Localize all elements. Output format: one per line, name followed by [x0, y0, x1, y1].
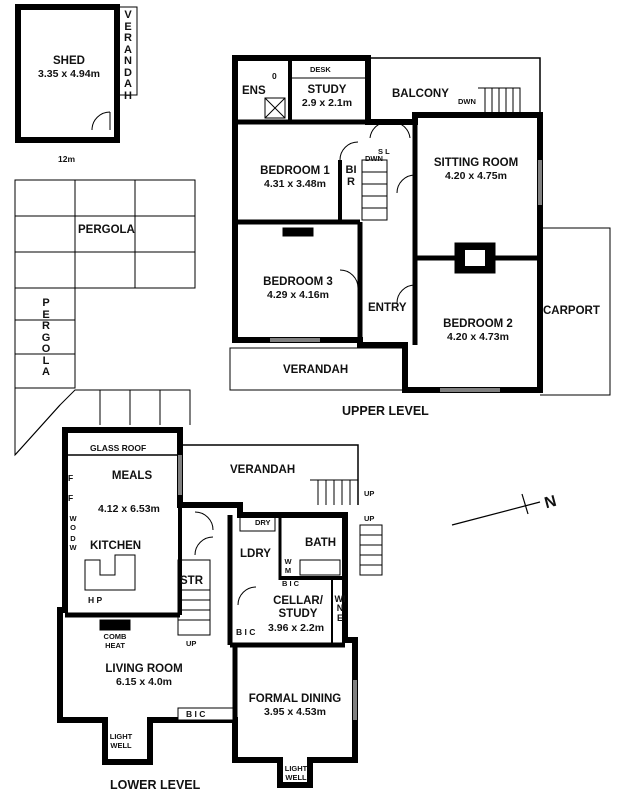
- compass: [451, 493, 541, 526]
- bic-living-label: B I C: [186, 709, 206, 719]
- shed-gap-label: 12m: [58, 154, 76, 164]
- cellar-study-size-label: 3.96 x 2.2m: [268, 622, 325, 634]
- ldry-label: LDRY: [240, 548, 271, 560]
- wo-label: W O: [69, 514, 77, 532]
- living-room-label: LIVING ROOM 6.15 x 4.0m: [105, 663, 183, 689]
- bir-label: BIR: [345, 164, 357, 188]
- pergola-side-label: PERGOLA: [41, 297, 51, 379]
- formal-dining-label: FORMAL DINING 3.95 x 4.53m: [248, 693, 342, 719]
- pergola-top-label: PERGOLA: [78, 224, 135, 236]
- dwn-stair-label: DWN: [365, 154, 383, 163]
- meals-label: MEALS: [111, 470, 153, 482]
- dwn-balcony-label: DWN: [458, 97, 476, 106]
- dw-label: D W: [69, 534, 77, 552]
- entry-label: ENTRY: [368, 302, 407, 314]
- pergola-top: [14, 179, 196, 289]
- verandah-lower-label: VERANDAH: [230, 464, 296, 476]
- carport-label: CARPORT: [543, 305, 600, 317]
- pergola-side: [14, 287, 191, 457]
- lower-level: [57, 427, 383, 788]
- cellar-study-label: CELLAR/ STUDY: [273, 595, 323, 621]
- shed-verandah-label: VERANDAH: [124, 9, 132, 102]
- bath-label: BATH: [305, 537, 337, 549]
- meals-size-label: 4.12 x 6.53m: [98, 503, 160, 515]
- desk-label: DESK: [310, 65, 331, 74]
- verandah-upper-label: VERANDAH: [283, 364, 349, 376]
- o-label: 0: [272, 71, 277, 81]
- comb-heat-label: COMB HEAT: [103, 632, 127, 650]
- light-well-2-label: LIGHT WELL: [284, 764, 308, 782]
- upper-level: [229, 55, 611, 396]
- f2-label: F: [68, 493, 74, 503]
- f1-label: F: [68, 473, 74, 483]
- shed: [15, 4, 138, 143]
- str-label: STR: [180, 575, 203, 587]
- light-well-1-label: LIGHT WELL: [109, 732, 133, 750]
- ens-label: ENS: [242, 85, 266, 97]
- kitchen-label: KITCHEN: [90, 540, 142, 552]
- bedroom3-label: BEDROOM 3 4.29 x 4.16m: [263, 276, 333, 302]
- up-verandah-label: UP: [364, 489, 375, 498]
- hp-label: H P: [88, 595, 103, 605]
- sitting-room-label: SITTING ROOM 4.20 x 4.75m: [433, 157, 519, 183]
- wine-label: WINE: [334, 594, 346, 623]
- study-label: STUDY 2.9 x 2.1m: [301, 84, 353, 110]
- wm-label: W M: [284, 557, 292, 575]
- bic-cellar-top-label: B I C: [282, 579, 300, 588]
- bic-cellar-label: B I C: [236, 627, 256, 637]
- sl-label: S L: [378, 147, 390, 156]
- lower-level-label: LOWER LEVEL: [110, 778, 201, 792]
- up-side-label: UP: [364, 514, 375, 523]
- up-str-label: UP: [186, 639, 197, 648]
- balcony-label: BALCONY: [392, 88, 449, 100]
- shed-label: SHED 3.35 x 4.94m: [38, 55, 100, 81]
- bedroom1-label: BEDROOM 1 4.31 x 3.48m: [260, 165, 330, 191]
- dry-label: DRY: [255, 518, 271, 527]
- bedroom2-label: BEDROOM 2 4.20 x 4.73m: [443, 318, 513, 344]
- upper-level-label: UPPER LEVEL: [342, 404, 429, 418]
- glass-roof-label: GLASS ROOF: [90, 443, 147, 453]
